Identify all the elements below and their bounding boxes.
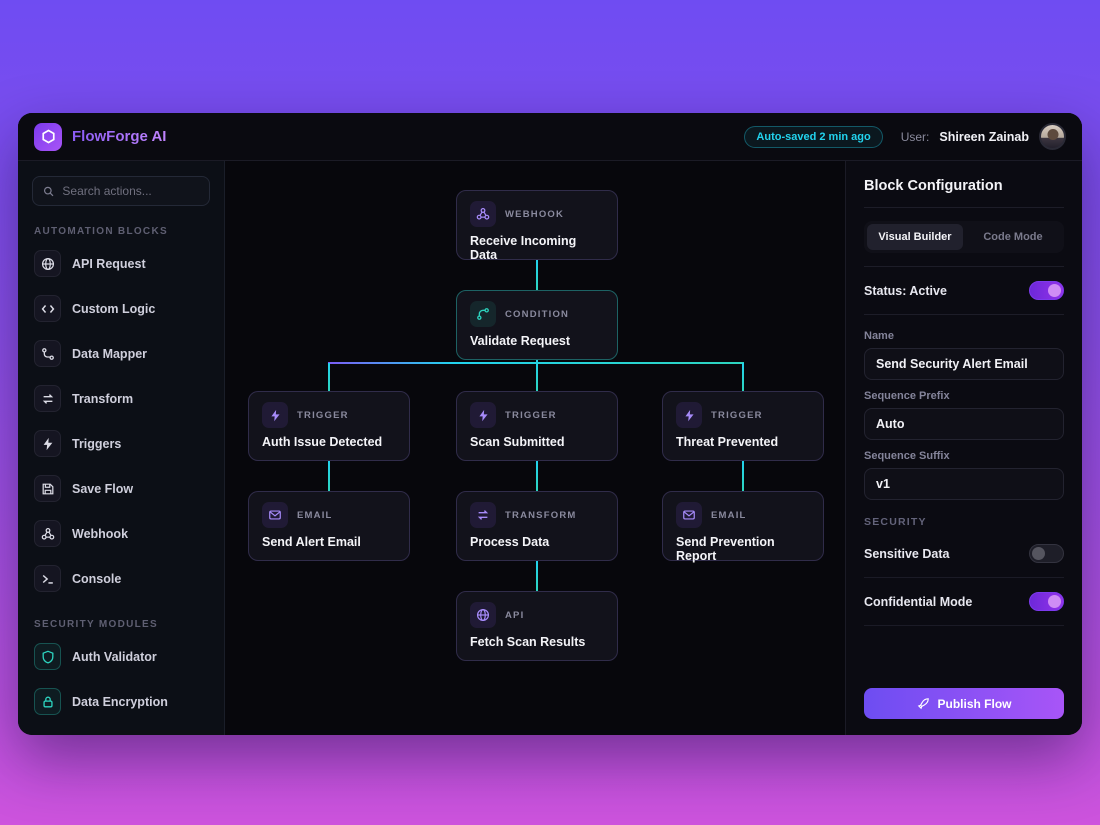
toggle-knob — [1032, 547, 1045, 560]
panel-title: Block Configuration — [864, 178, 1003, 194]
connector-branch-left — [328, 363, 330, 391]
flow-canvas[interactable]: WEBHOOK Receive Incoming Data CONDITION … — [225, 161, 845, 735]
divider — [864, 266, 1064, 267]
node-webhook-receive[interactable]: WEBHOOK Receive Incoming Data — [456, 190, 618, 262]
lightning-icon — [34, 430, 61, 457]
connector-left-email — [328, 461, 330, 491]
sidebar-item-custom-logic[interactable]: Custom Logic — [32, 288, 210, 329]
confidential-mode-row: Confidential Mode — [864, 592, 1064, 611]
sequence-prefix-label: Sequence Prefix — [864, 390, 950, 402]
section-label-automation: AUTOMATION BLOCKS — [34, 226, 168, 237]
sequence-prefix-group: Sequence Prefix — [864, 380, 1064, 440]
security-section-header: SECURITY — [864, 516, 927, 528]
node-email-prevention-report[interactable]: EMAIL Send Prevention Report — [662, 491, 824, 563]
lock-icon — [34, 688, 61, 715]
search-input[interactable] — [62, 184, 199, 198]
avatar[interactable] — [1039, 123, 1066, 150]
lightning-icon — [262, 402, 288, 428]
status-toggle[interactable] — [1029, 281, 1064, 300]
app-logo-icon — [34, 122, 62, 151]
swap-icon — [34, 385, 61, 412]
globe-icon — [470, 602, 496, 628]
tab-visual-builder[interactable]: Visual Builder — [867, 224, 963, 250]
branch-icon — [34, 340, 61, 367]
terminal-icon — [34, 565, 61, 592]
name-field-group: Name — [864, 328, 1064, 380]
globe-icon — [34, 250, 61, 277]
sequence-suffix-input[interactable] — [864, 468, 1064, 500]
sensitive-data-label: Sensitive Data — [864, 546, 950, 561]
publish-flow-label: Publish Flow — [937, 696, 1012, 711]
sensitive-data-toggle[interactable] — [1029, 544, 1064, 563]
code-icon — [34, 295, 61, 322]
swap-icon — [470, 502, 496, 528]
divider — [864, 625, 1064, 626]
sidebar-item-triggers[interactable]: Triggers — [32, 423, 210, 464]
connector-branch-horizontal — [328, 362, 744, 364]
sequence-suffix-label: Sequence Suffix — [864, 450, 950, 462]
toggle-knob — [1048, 595, 1061, 608]
app-header: FlowForge AI Auto-saved 2 min ago User: … — [18, 113, 1082, 161]
node-trigger-scan-submitted[interactable]: TRIGGER Scan Submitted — [456, 391, 618, 461]
connector-transform-api — [536, 561, 538, 591]
connector-branch-right — [742, 363, 744, 391]
connector-webhook-condition — [536, 260, 538, 290]
sidebar-item-api-request[interactable]: API Request — [32, 243, 210, 284]
sidebar-item-data-mapper[interactable]: Data Mapper — [32, 333, 210, 374]
sensitive-data-row: Sensitive Data — [864, 544, 1064, 563]
search-icon — [43, 186, 54, 196]
connector-right-email — [742, 461, 744, 491]
sidebar-item-webhook[interactable]: Webhook — [32, 513, 210, 554]
sidebar-item-save-flow[interactable]: Save Flow — [32, 468, 210, 509]
app-window: FlowForge AI Auto-saved 2 min ago User: … — [18, 113, 1082, 735]
status-label: Status: Active — [864, 283, 947, 298]
node-transform-process-data[interactable]: TRANSFORM Process Data — [456, 491, 618, 561]
divider — [864, 207, 1064, 208]
sidebar: AUTOMATION BLOCKS API Request Custom Log… — [18, 161, 225, 735]
sidebar-item-console[interactable]: Console — [32, 558, 210, 599]
user-label: User: — [900, 129, 930, 144]
email-icon — [262, 502, 288, 528]
app-title: FlowForge AI — [72, 128, 167, 145]
confidential-mode-toggle[interactable] — [1029, 592, 1064, 611]
status-row: Status: Active — [864, 281, 1064, 300]
divider — [864, 314, 1064, 315]
node-trigger-auth-issue[interactable]: TRIGGER Auth Issue Detected — [248, 391, 410, 461]
name-input[interactable] — [864, 348, 1064, 380]
builder-mode-tabs: Visual Builder Code Mode — [864, 221, 1064, 253]
node-api-fetch-results[interactable]: API Fetch Scan Results — [456, 591, 618, 661]
block-configuration-panel: Block Configuration Visual Builder Code … — [845, 161, 1082, 735]
autosave-badge: Auto-saved 2 min ago — [744, 125, 883, 148]
webhook-icon — [34, 520, 61, 547]
branch-icon — [470, 301, 496, 327]
sidebar-item-auth-validator[interactable]: Auth Validator — [32, 636, 210, 677]
node-condition-validate[interactable]: CONDITION Validate Request — [456, 290, 618, 360]
confidential-mode-label: Confidential Mode — [864, 594, 973, 609]
search-box[interactable] — [32, 176, 210, 206]
main-area: AUTOMATION BLOCKS API Request Custom Log… — [18, 161, 1082, 735]
toggle-knob — [1048, 284, 1061, 297]
divider — [864, 577, 1064, 578]
sidebar-item-transform[interactable]: Transform — [32, 378, 210, 419]
section-label-security: SECURITY MODULES — [34, 619, 158, 630]
save-icon — [34, 475, 61, 502]
node-email-send-alert[interactable]: EMAIL Send Alert Email — [248, 491, 410, 561]
user-name: Shireen Zainab — [939, 129, 1029, 144]
sidebar-item-data-encryption[interactable]: Data Encryption — [32, 681, 210, 722]
publish-flow-button[interactable]: Publish Flow — [864, 688, 1064, 719]
sequence-prefix-input[interactable] — [864, 408, 1064, 440]
lightning-icon — [470, 402, 496, 428]
email-icon — [676, 502, 702, 528]
rocket-icon — [917, 698, 929, 710]
name-label: Name — [864, 330, 894, 342]
shield-icon — [34, 643, 61, 670]
connector-center-transform — [536, 461, 538, 491]
webhook-icon — [470, 201, 496, 227]
tab-code-mode[interactable]: Code Mode — [983, 231, 1043, 243]
sequence-suffix-group: Sequence Suffix — [864, 440, 1064, 500]
connector-condition-branch — [536, 360, 538, 391]
lightning-icon — [676, 402, 702, 428]
node-trigger-threat-prevented[interactable]: TRIGGER Threat Prevented — [662, 391, 824, 461]
